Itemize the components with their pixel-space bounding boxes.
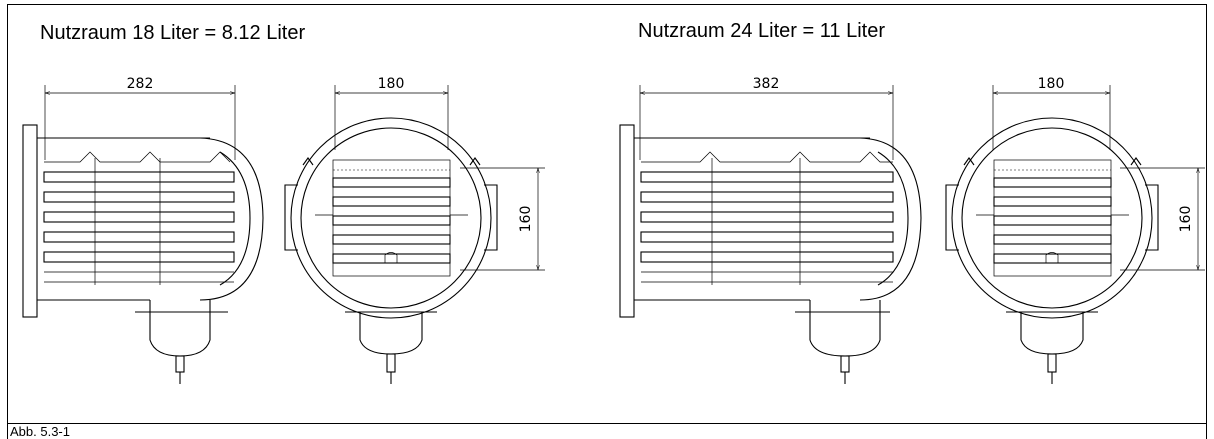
figure-caption: Abb. 5.3-1 bbox=[10, 424, 70, 439]
dim-label-160-right: 160 bbox=[1178, 206, 1194, 233]
dimension-282: 282 bbox=[44, 76, 236, 160]
caption-box bbox=[7, 422, 1207, 439]
dimension-160-right: 160 bbox=[1120, 167, 1205, 271]
dim-label-382: 382 bbox=[753, 76, 780, 92]
front-view-18-liter: 180 160 bbox=[284, 76, 545, 384]
dimension-382: 382 bbox=[639, 76, 894, 160]
heading-24-liter: Nutzraum 24 Liter = 11 Liter bbox=[638, 20, 885, 42]
dim-label-160-left: 160 bbox=[518, 206, 534, 233]
figure-frame bbox=[7, 4, 1207, 424]
dimension-160-left: 160 bbox=[460, 167, 545, 271]
dimension-180-left: 180 bbox=[334, 76, 449, 150]
heading-18-liter: Nutzraum 18 Liter = 8.12 Liter bbox=[40, 22, 306, 44]
dimension-180-right: 180 bbox=[992, 76, 1111, 150]
side-view-18-liter: 282 bbox=[22, 76, 264, 384]
dim-label-180-left: 180 bbox=[378, 76, 405, 92]
dim-label-180-right: 180 bbox=[1038, 76, 1065, 92]
dim-label-282: 282 bbox=[127, 76, 154, 92]
front-view-24-liter: 180 160 bbox=[945, 76, 1205, 384]
side-view-24-liter: 382 bbox=[619, 76, 922, 384]
